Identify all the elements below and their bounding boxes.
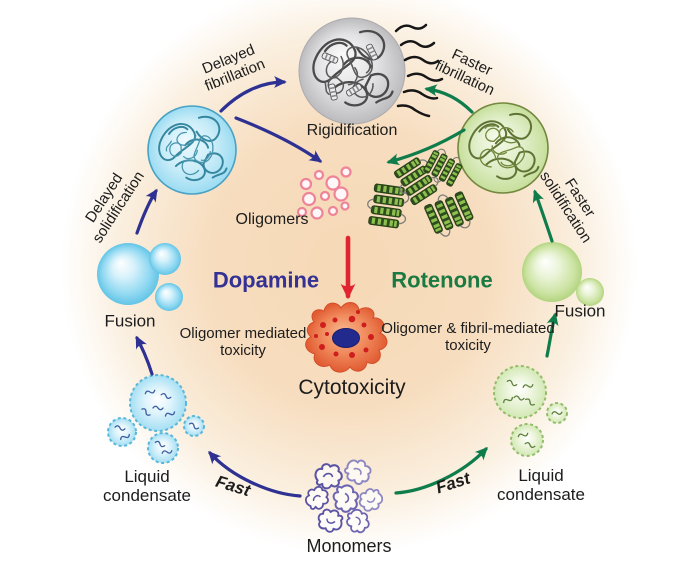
label-oligomers: Oligomers (235, 211, 309, 229)
label-liquid-condensate-left: Liquid condensate (103, 466, 191, 505)
rotenone-arrows (386, 84, 559, 495)
cell-icon (305, 302, 388, 373)
green-solid-condensate-icon (457, 102, 549, 194)
rigidified-aggregate-icon (298, 17, 406, 125)
label-cytotoxicity: Cytotoxicity (298, 376, 406, 400)
blue-liquid-condensates-icon (107, 374, 205, 464)
monomers-icon (301, 453, 386, 537)
label-liquid-condensate-right: Liquid condensate (497, 465, 585, 504)
arrow-dopamine-to-oligomers (234, 116, 323, 163)
label-monomers: Monomers (306, 535, 392, 556)
blue-fusion-spheres-icon (97, 243, 183, 311)
label-rigidification: Rigidification (306, 122, 398, 140)
label-rotenone: Rotenone (391, 267, 493, 293)
arrow-delayed-solidification (135, 188, 158, 235)
blue-solid-condensate-icon (147, 105, 237, 195)
arrow-fast-right (394, 447, 488, 495)
arrow-faster-solidification (532, 189, 554, 243)
fibril-tails-icon (394, 23, 444, 118)
arrow-fast-left (208, 451, 302, 498)
label-fusion-right: Fusion (554, 301, 606, 321)
label-dopamine: Dopamine (212, 267, 320, 293)
green-liquid-condensates-icon (493, 365, 568, 457)
label-fusion-left: Fusion (104, 311, 156, 331)
oligomers-icon (296, 166, 352, 220)
arrow-faster-fibrillation (424, 84, 474, 114)
arrow-fusion-left (135, 335, 154, 376)
fibrils-icon (365, 146, 476, 240)
arrow-rotenone-to-fibrils (386, 128, 466, 166)
green-fusion-spheres-icon (522, 242, 604, 306)
label-oligomer-fibril-toxicity: Oligomer & fibril-mediated toxicity (381, 320, 555, 354)
label-oligomer-mediated-toxicity: Oligomer mediated toxicity (179, 325, 307, 359)
arrow-fusion-right (545, 312, 559, 358)
dopamine-arrows (135, 75, 323, 498)
arrow-delayed-fibrillation (219, 75, 287, 113)
